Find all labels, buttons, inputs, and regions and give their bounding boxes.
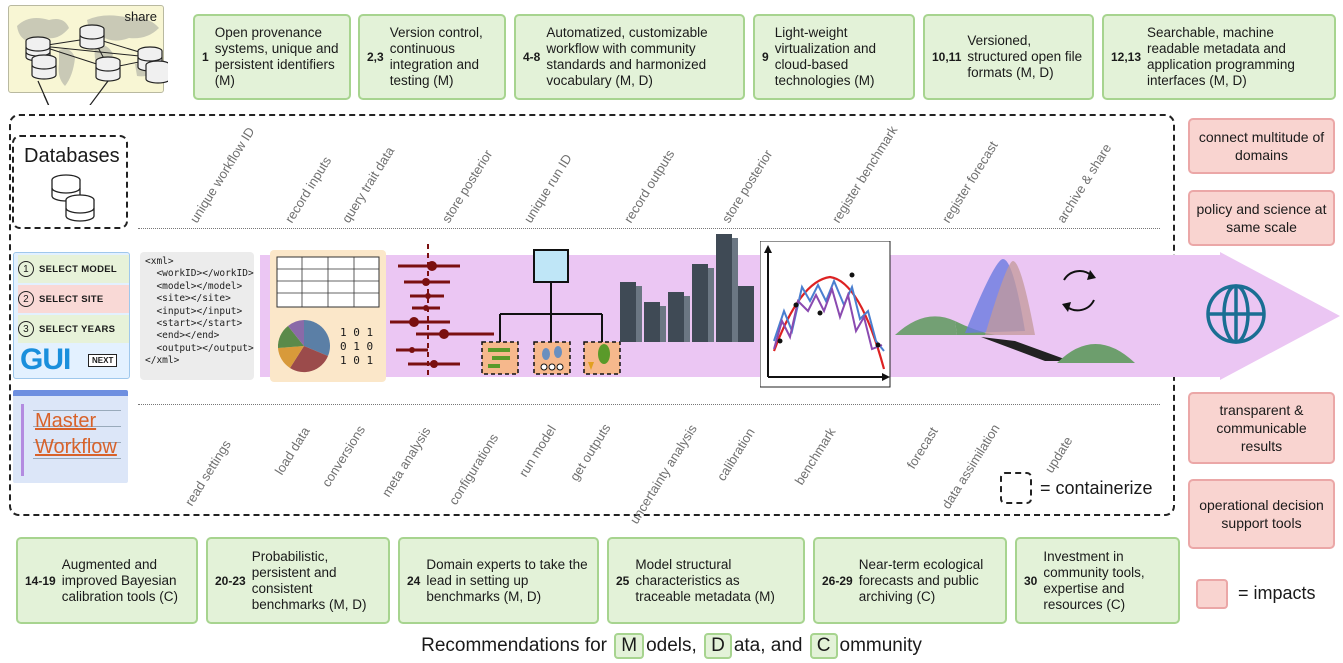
impacts-legend-label: = impacts bbox=[1238, 583, 1316, 603]
rec-number: 30 bbox=[1024, 573, 1038, 588]
rec-bottom-6: 30 Investment in community tools, expert… bbox=[1015, 537, 1180, 624]
rec-bottom-5: 26-29 Near-term ecological forecasts and… bbox=[813, 537, 1007, 624]
xml-line: <start></start> bbox=[145, 318, 243, 330]
footer-data-rest: ata, and bbox=[733, 635, 803, 656]
meta-analysis-plot bbox=[390, 244, 494, 378]
rec-top-4: 9 Light-weight virtualization and cloud-… bbox=[753, 14, 915, 100]
gui-select-site[interactable]: 2 SELECT SITE bbox=[18, 285, 129, 313]
containerize-legend-label: = containerize bbox=[1040, 478, 1153, 498]
rec-text: Investment in community tools, expertise… bbox=[1043, 548, 1145, 612]
xml-line: <xml> bbox=[145, 256, 174, 267]
databases-box: Databases bbox=[12, 135, 128, 229]
impacts-legend-box bbox=[1196, 579, 1228, 609]
rec-number: 24 bbox=[407, 573, 421, 588]
community-badge: C bbox=[809, 633, 838, 659]
footer-community-rest: ommunity bbox=[839, 635, 922, 656]
step-circle: 1 bbox=[18, 261, 34, 277]
footer-prefix: Recommendations for bbox=[421, 635, 607, 656]
gui-step-label: SELECT SITE bbox=[39, 293, 104, 305]
table-icon bbox=[276, 256, 380, 308]
benchmark-plot bbox=[760, 241, 891, 388]
rec-bottom-4: 25 Model structural characteristics as t… bbox=[607, 537, 805, 624]
binary-data: 1 0 1 0 1 0 1 0 1 bbox=[340, 326, 373, 368]
impact-box-3: transparent & communicable results bbox=[1188, 392, 1335, 464]
xml-config: <xml> <workID></workID> <model></model> … bbox=[140, 252, 254, 380]
rec-text: Automatized, customizable workflow with … bbox=[546, 25, 708, 88]
rec-top-1: 1 Open provenance systems, unique and pe… bbox=[193, 14, 351, 100]
rec-number: 9 bbox=[762, 50, 769, 64]
binary-line: 1 0 1 bbox=[340, 354, 374, 367]
run-model-tree bbox=[481, 249, 621, 375]
rec-number: 2,3 bbox=[367, 50, 384, 64]
gui-step-label: SELECT YEARS bbox=[39, 323, 116, 335]
impact-box-1: connect multitude of domains bbox=[1188, 118, 1335, 174]
workflow-label: Workflow bbox=[35, 436, 117, 458]
gui-select-years[interactable]: 3 SELECT YEARS bbox=[18, 315, 129, 343]
data-badge: D bbox=[704, 633, 732, 659]
map-database-icons bbox=[25, 24, 168, 105]
rec-text: Light-weight virtualization and cloud-ba… bbox=[774, 25, 876, 88]
rec-number: 25 bbox=[616, 573, 630, 588]
next-button[interactable]: NEXT bbox=[88, 354, 118, 367]
impact-box-4: operational decision support tools bbox=[1188, 479, 1335, 549]
rec-text: Version control, continuous integration … bbox=[389, 25, 483, 88]
rec-text: Domain experts to take the lead in setti… bbox=[426, 556, 588, 604]
rec-text: Near-term ecological forecasts and publi… bbox=[858, 556, 984, 604]
share-label: share bbox=[124, 9, 157, 24]
rec-number: 12,13 bbox=[1111, 50, 1142, 64]
rec-text: Model structural characteristics as trac… bbox=[635, 556, 775, 604]
forecast-distributions bbox=[895, 259, 1135, 363]
binary-line: 1 0 1 bbox=[340, 326, 374, 339]
rec-number: 14-19 bbox=[25, 573, 56, 588]
calibration-bars bbox=[620, 234, 754, 342]
rec-text: Augmented and improved Bayesian calibrat… bbox=[61, 556, 178, 604]
xml-line: <workID></workID> bbox=[145, 268, 254, 280]
rec-text: Probabilistic, persistent and consistent… bbox=[251, 548, 367, 612]
binary-line: 0 1 0 bbox=[340, 340, 374, 353]
data-panel: 1 0 1 0 1 0 1 0 1 bbox=[270, 250, 386, 382]
rec-number: 4-8 bbox=[523, 50, 541, 64]
rec-text: Searchable, machine readable metadata an… bbox=[1147, 25, 1295, 88]
xml-line: </xml> bbox=[145, 355, 180, 367]
footer-models-rest: odels, bbox=[646, 635, 697, 656]
master-label: Master bbox=[35, 410, 97, 432]
rec-top-5: 10,11 Versioned, structured open file fo… bbox=[923, 14, 1094, 100]
rec-number: 26-29 bbox=[822, 573, 853, 588]
xml-line: <model></model> bbox=[145, 280, 243, 292]
database-icon bbox=[51, 174, 95, 222]
databases-label: Databases bbox=[24, 145, 120, 167]
gui-select-model[interactable]: 1 SELECT MODEL bbox=[18, 255, 129, 283]
rec-bottom-1: 14-19 Augmented and improved Bayesian ca… bbox=[16, 537, 198, 624]
rec-number: 1 bbox=[202, 50, 209, 64]
pie-chart-icon bbox=[277, 320, 330, 373]
xml-line: <end></end> bbox=[145, 330, 220, 342]
gui-title: GUI bbox=[20, 343, 71, 376]
gui-panel: 1 SELECT MODEL 2 SELECT SITE 3 SELECT YE… bbox=[13, 252, 130, 379]
rec-number: 20-23 bbox=[215, 573, 246, 588]
rec-text: Open provenance systems, unique and pers… bbox=[214, 25, 339, 88]
gui-step-label: SELECT MODEL bbox=[39, 263, 118, 275]
rec-number: 10,11 bbox=[932, 50, 962, 64]
bottom-dotted-line bbox=[138, 404, 1160, 405]
top-dotted-line bbox=[138, 228, 1160, 229]
impact-box-2: policy and science at same scale bbox=[1188, 190, 1335, 246]
step-circle: 2 bbox=[18, 291, 34, 307]
xml-line: <input></input> bbox=[145, 305, 243, 317]
rec-text: Versioned, structured open file formats … bbox=[967, 33, 1083, 80]
rec-top-6: 12,13 Searchable, machine readable metad… bbox=[1102, 14, 1336, 100]
containerize-legend-box bbox=[1000, 472, 1032, 504]
rec-bottom-3: 24 Domain experts to take the lead in se… bbox=[398, 537, 599, 624]
rec-top-2: 2,3 Version control, continuous integrat… bbox=[358, 14, 506, 100]
globe-icon bbox=[1206, 284, 1266, 344]
xml-line: <site></site> bbox=[145, 293, 231, 305]
master-workflow-doc: Master Workflow bbox=[13, 390, 128, 483]
rec-bottom-2: 20-23 Probabilistic, persistent and cons… bbox=[206, 537, 390, 624]
models-badge: M bbox=[614, 633, 645, 659]
cycle-arrows-icon bbox=[1062, 270, 1096, 312]
rec-top-3: 4-8 Automatized, customizable workflow w… bbox=[514, 14, 745, 100]
xml-line: <output></output> bbox=[145, 342, 254, 354]
step-circle: 3 bbox=[18, 321, 34, 337]
